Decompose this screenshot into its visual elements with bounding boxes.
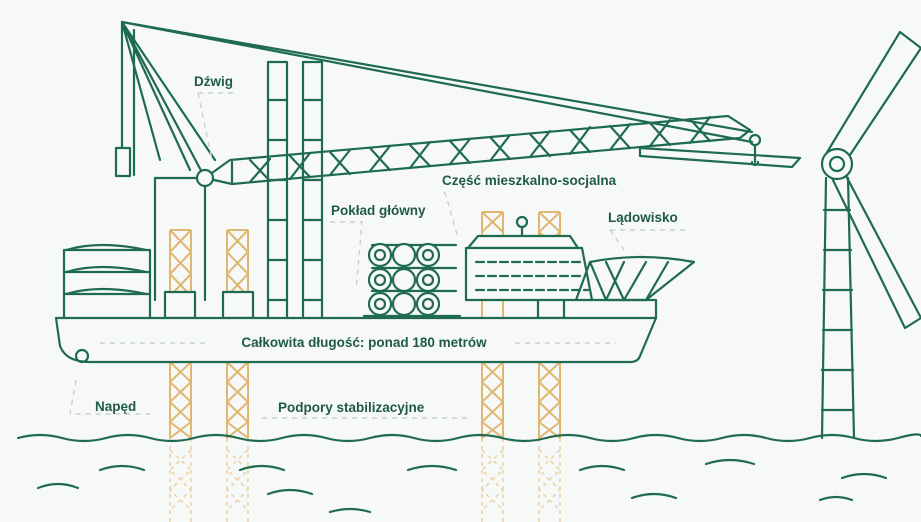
wind-turbine: [820, 30, 921, 440]
leader-lines: [69, 92, 686, 419]
leg-housing-1: [163, 290, 197, 320]
hull: [54, 298, 658, 364]
label-total-length: Całkowita długość: ponad 180 metrów: [241, 335, 487, 350]
sea: [16, 433, 921, 514]
crane: [114, 20, 802, 302]
propeller-icon: [74, 348, 90, 364]
underwater-leg-3: [480, 438, 505, 522]
label-crane: Dźwig: [194, 74, 233, 89]
leg-housing-2: [221, 290, 255, 320]
jack-up-tower-1: [266, 60, 289, 322]
label-main-deck: Pokład główny: [331, 203, 426, 218]
stabilizing-leg-1: [168, 229, 193, 439]
helipad: [574, 255, 696, 302]
crane-boom: [203, 114, 752, 186]
underwater-leg-4: [537, 438, 562, 522]
label-helipad: Lądowisko: [608, 210, 678, 225]
label-propulsion: Napęd: [95, 399, 136, 414]
label-living-quarters: Część mieszkalno-socjalna: [442, 173, 617, 188]
blade-rack: [62, 243, 152, 320]
underwater-leg-2: [225, 438, 250, 522]
label-stabilizing-supports: Podpory stabilizacyjne: [278, 400, 425, 415]
accommodation-block: [464, 215, 594, 302]
jack-up-tower-2: [301, 60, 324, 322]
monopile-stack: [362, 242, 462, 318]
underwater-leg-1: [168, 438, 193, 522]
